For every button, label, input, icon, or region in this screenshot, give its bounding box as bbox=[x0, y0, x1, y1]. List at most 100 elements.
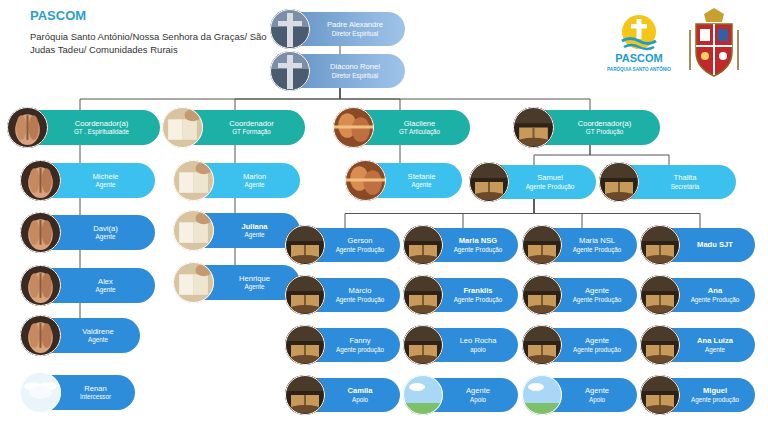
person-box: StefanieAgente bbox=[350, 163, 462, 198]
shield-charge bbox=[700, 29, 710, 41]
photo bbox=[270, 51, 310, 91]
connector bbox=[235, 248, 236, 265]
person-box: CoordenadorGT Formação bbox=[167, 110, 305, 145]
person-box: MiguelAgente produção bbox=[645, 378, 755, 412]
connector bbox=[80, 198, 81, 215]
person-role: Agente produção bbox=[691, 396, 739, 403]
person-box: Padre AlexandreDiretor Espiritual bbox=[275, 12, 405, 46]
photo-rim bbox=[523, 276, 562, 315]
photo bbox=[173, 210, 214, 251]
person-name: Stefanie bbox=[408, 173, 436, 182]
photo-rim bbox=[174, 211, 214, 251]
photo-part bbox=[29, 273, 39, 298]
person-role: Agente Produção bbox=[336, 246, 385, 253]
photo-part bbox=[526, 355, 558, 363]
photo-part bbox=[285, 275, 325, 315]
photo-part bbox=[403, 325, 443, 365]
photo-part bbox=[522, 225, 562, 265]
photo-part bbox=[7, 107, 48, 148]
person-box: FranklisAgente Produção bbox=[408, 278, 518, 312]
connector bbox=[534, 199, 700, 228]
photo-part bbox=[20, 372, 61, 413]
photo-part bbox=[603, 192, 635, 200]
photo-part bbox=[289, 255, 321, 263]
photo-part bbox=[29, 168, 39, 193]
photo-part bbox=[285, 275, 325, 291]
photo-rim bbox=[523, 326, 562, 365]
photo-part bbox=[522, 225, 562, 241]
shield-charge bbox=[718, 29, 728, 41]
person-role: Agente produção bbox=[336, 346, 384, 353]
photo-part bbox=[42, 273, 52, 298]
person-name: Ana bbox=[708, 287, 722, 296]
photo-part bbox=[183, 119, 197, 140]
photo-part bbox=[28, 322, 53, 353]
photo bbox=[403, 225, 443, 265]
person-name: Coordenador(a) bbox=[578, 120, 632, 129]
person-name: Davi(a) bbox=[93, 225, 117, 234]
photo-part bbox=[29, 386, 52, 398]
photo-part bbox=[194, 172, 208, 193]
photo-part bbox=[285, 325, 325, 341]
person-box: Coordenador(a)GT . Espiritualidade bbox=[12, 110, 160, 145]
shield-division bbox=[696, 45, 732, 47]
photo-rim bbox=[163, 108, 203, 148]
person-role: Agente bbox=[412, 181, 432, 188]
person-name: Padre Alexandre bbox=[327, 21, 383, 30]
logo-wave bbox=[624, 45, 654, 49]
photo-part bbox=[270, 51, 310, 91]
photo-part bbox=[345, 178, 386, 181]
photo-part bbox=[333, 107, 374, 148]
mitre bbox=[704, 8, 724, 22]
photo-part bbox=[403, 275, 443, 291]
photo-part bbox=[513, 107, 554, 123]
person-role: Agente bbox=[245, 283, 265, 290]
connector bbox=[463, 199, 534, 228]
photo bbox=[173, 160, 214, 201]
logo-text: PARÓQUIA SANTO ANTÔNIO bbox=[598, 67, 680, 72]
photo-part bbox=[28, 272, 53, 303]
shield-ornament bbox=[690, 30, 738, 70]
photo-part bbox=[270, 9, 310, 49]
photo-rim bbox=[641, 226, 680, 265]
photo-part bbox=[599, 162, 639, 178]
photo-part bbox=[285, 225, 325, 265]
photo-part bbox=[173, 262, 214, 303]
person-role: Agente Produção bbox=[573, 296, 622, 303]
photo-part bbox=[522, 375, 562, 415]
photo bbox=[522, 325, 562, 365]
person-name: Márcio bbox=[349, 287, 372, 296]
photo-part bbox=[20, 315, 61, 356]
person-role: Agente Produção bbox=[526, 183, 575, 190]
photo-rim bbox=[286, 326, 325, 365]
photo-part bbox=[285, 225, 325, 241]
person-box: AgenteApoio bbox=[527, 378, 637, 412]
photo-rim bbox=[174, 161, 214, 201]
person-name: Madu SJT bbox=[697, 241, 733, 250]
photo-part bbox=[28, 219, 53, 250]
photo bbox=[20, 160, 61, 201]
person-box: AlexAgente bbox=[25, 268, 155, 303]
photo bbox=[285, 325, 325, 365]
person-role: Agente produção bbox=[573, 346, 621, 353]
photo-part bbox=[473, 192, 505, 200]
person-box: RenanIntercessor bbox=[25, 375, 135, 410]
person-name: Coordenador bbox=[229, 120, 273, 129]
photo-rim bbox=[286, 226, 325, 265]
photo bbox=[522, 275, 562, 315]
photo bbox=[20, 265, 61, 306]
photo-part bbox=[39, 323, 41, 348]
title: PASCOM bbox=[30, 8, 86, 23]
person-box: AnaAgente Produção bbox=[645, 278, 755, 312]
person-box: Coordenador(a)GT Produção bbox=[518, 110, 660, 145]
photo-part bbox=[173, 160, 214, 201]
person-name: Valdirene bbox=[82, 328, 114, 337]
person-name: Gerson bbox=[348, 237, 373, 246]
photo-part bbox=[26, 115, 28, 140]
photo bbox=[20, 315, 61, 356]
photo-rim bbox=[470, 163, 509, 202]
photo-part bbox=[640, 275, 680, 291]
person-role: Agente Produção bbox=[336, 296, 385, 303]
connector bbox=[80, 303, 81, 318]
